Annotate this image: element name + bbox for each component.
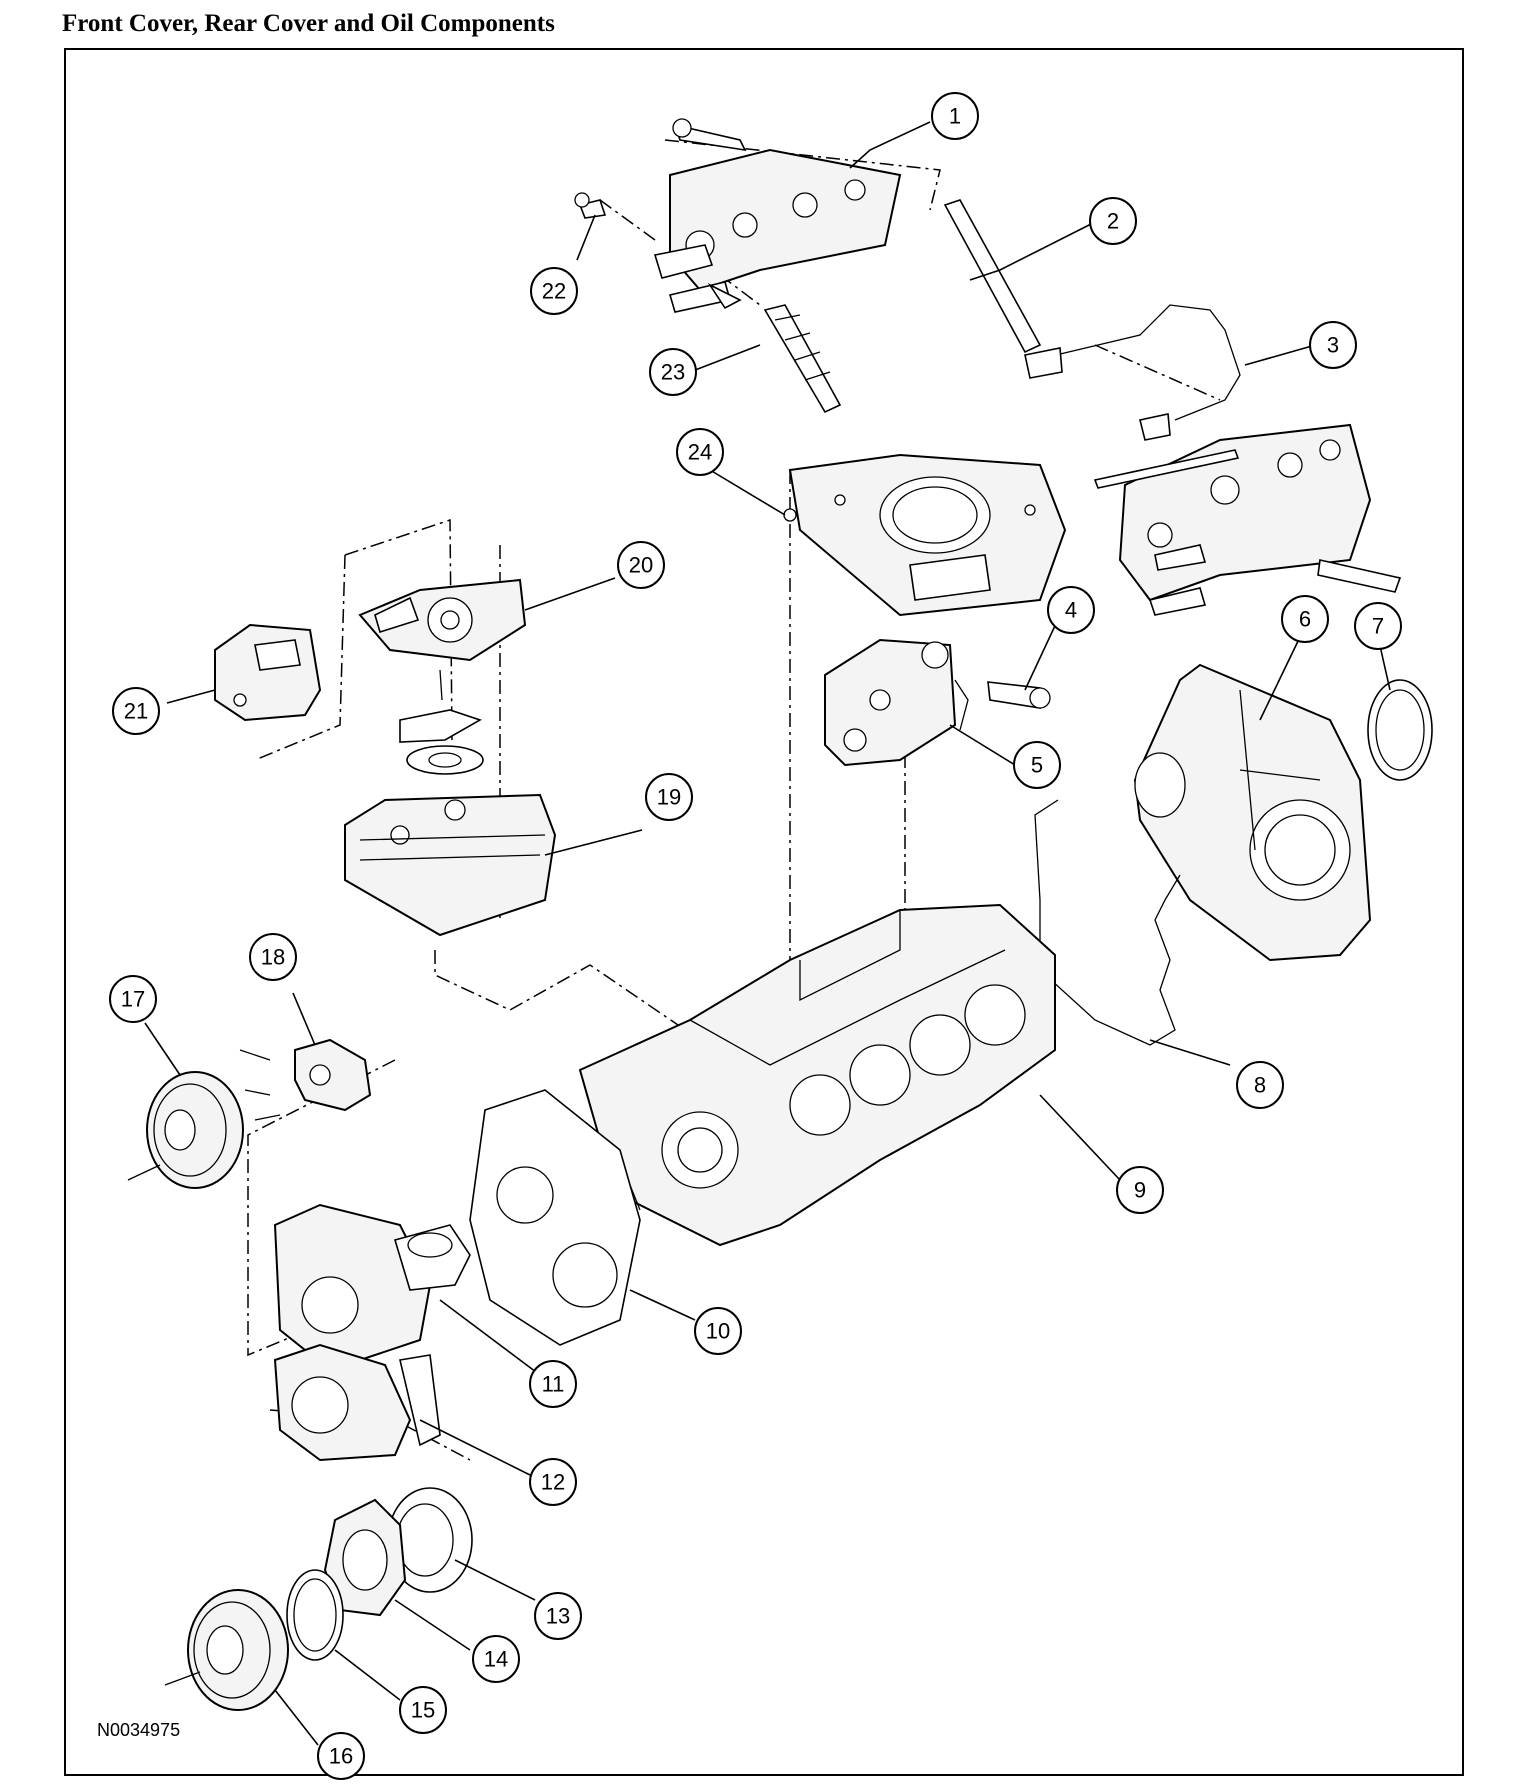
callout-number: 20 (629, 553, 653, 578)
callout-2: 2 (1089, 197, 1137, 245)
intake-plate (783, 453, 1067, 617)
fuel-rail-right (1093, 423, 1402, 616)
callout-number: 6 (1299, 607, 1311, 632)
callout-22: 22 (530, 267, 578, 315)
high-pressure-pump (824, 638, 969, 767)
callout-number: 2 (1107, 209, 1119, 234)
front-cover-gasket (469, 1089, 641, 1346)
fuel-tube (943, 199, 1042, 354)
o-ring-seal (1367, 679, 1433, 781)
callout-number: 24 (688, 440, 712, 465)
page-title: Front Cover, Rear Cover and Oil Componen… (62, 10, 555, 37)
callout-11: 11 (529, 1360, 577, 1408)
fan-pulley (127, 1071, 244, 1189)
rear-cover (1133, 663, 1372, 962)
callout-17: 17 (109, 975, 157, 1023)
callout-number: 11 (542, 1372, 565, 1397)
callout-13: 13 (534, 1592, 582, 1640)
damper-pulley (164, 1589, 289, 1711)
callout-18: 18 (249, 933, 297, 981)
lower-front-cover (273, 1343, 441, 1462)
callout-number: 14 (484, 1647, 508, 1672)
oil-cooler-housing (344, 793, 557, 937)
fuel-rail-upper (574, 118, 902, 313)
callout-number: 13 (546, 1604, 570, 1629)
return-line (1024, 304, 1241, 441)
callout-number: 23 (661, 360, 685, 385)
callout-3: 3 (1309, 321, 1357, 369)
callout-number: 17 (121, 987, 145, 1012)
callout-number: 15 (411, 1698, 435, 1723)
callout-21: 21 (112, 687, 160, 735)
front-cover (273, 1203, 471, 1372)
callout-number: 3 (1327, 333, 1339, 358)
water-pump (239, 1038, 372, 1121)
callout-1: 1 (931, 92, 979, 140)
seal-stack (399, 669, 484, 775)
callout-5: 5 (1013, 741, 1061, 789)
engine-block (578, 903, 1056, 1247)
callout-number: 19 (657, 785, 681, 810)
callout-24: 24 (676, 428, 724, 476)
callout-10: 10 (694, 1307, 742, 1355)
callout-number: 1 (949, 104, 961, 129)
callout-number: 22 (542, 279, 566, 304)
callout-14: 14 (472, 1635, 520, 1683)
callout-12: 12 (529, 1458, 577, 1506)
callout-15: 15 (399, 1686, 447, 1734)
callout-23: 23 (649, 348, 697, 396)
callout-number: 7 (1372, 614, 1384, 639)
callout-16: 16 (317, 1732, 365, 1780)
callout-number: 10 (706, 1319, 730, 1344)
gear-ring (387, 1487, 473, 1593)
callout-number: 5 (1031, 753, 1043, 778)
gasket-wire (1034, 799, 1181, 1046)
callout-7: 7 (1354, 602, 1402, 650)
callout-20: 20 (617, 541, 665, 589)
oil-filter-housing-top (358, 578, 527, 662)
callout-number: 12 (541, 1470, 565, 1495)
callout-number: 21 (124, 699, 148, 724)
callout-number: 16 (329, 1744, 353, 1769)
callout-19: 19 (645, 773, 693, 821)
callout-number: 18 (261, 945, 285, 970)
callout-4: 4 (1047, 586, 1095, 634)
pressure-sensor (987, 681, 1051, 709)
callout-number: 8 (1254, 1073, 1266, 1098)
figure-id: N0034975 (97, 1720, 181, 1740)
injector (763, 304, 842, 414)
cover-housing (214, 623, 322, 722)
callout-8: 8 (1236, 1061, 1284, 1109)
callout-9: 9 (1116, 1166, 1164, 1214)
leader-lines (144, 121, 1391, 1746)
callout-number: 4 (1065, 598, 1077, 623)
diagram-frame (64, 48, 1464, 1776)
o-ring-front (286, 1569, 344, 1661)
callout-number: 9 (1134, 1178, 1146, 1203)
callout-6: 6 (1281, 595, 1329, 643)
